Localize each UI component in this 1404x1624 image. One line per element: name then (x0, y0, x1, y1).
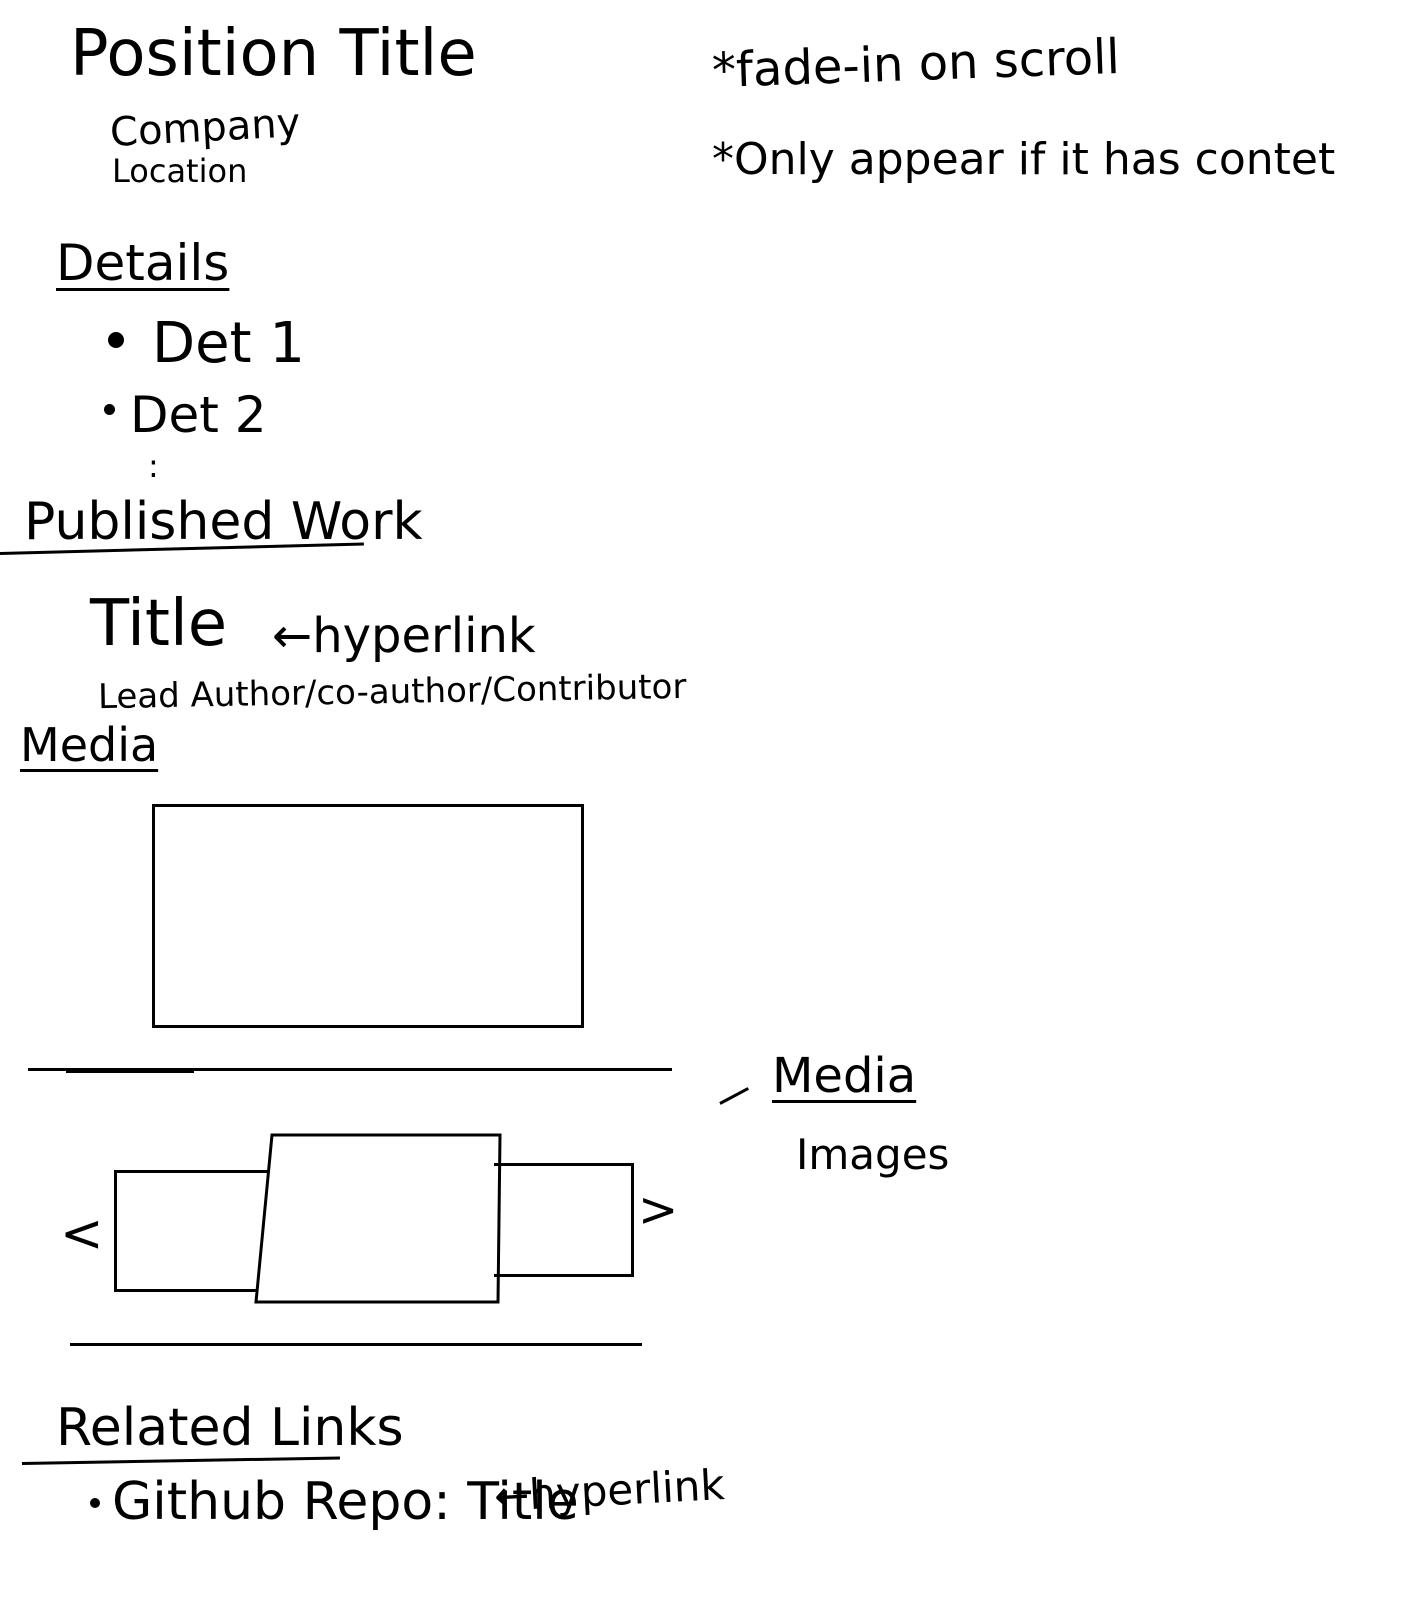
details-ellipsis: : (148, 447, 159, 485)
published-work-roles: Lead Author/co-author/Contributor (97, 666, 687, 718)
hyperlink-annotation: ←hyperlink (492, 1459, 726, 1522)
details-heading: Details (56, 234, 230, 292)
related-links-heading: Related Links (56, 1398, 404, 1458)
published-work-heading: Published Work (24, 492, 423, 552)
details-item-1: Det 1 (152, 311, 305, 376)
hyperlink-annotation: ←hyperlink (272, 608, 536, 664)
media-heading: Media (20, 718, 159, 772)
note-fade-in: *fade-in on scroll (711, 28, 1121, 100)
bullet-icon (90, 1498, 100, 1508)
media-divider-top (28, 1068, 672, 1071)
company-name: Company (108, 100, 302, 156)
media-divider-accent (66, 1071, 194, 1073)
media-side-note-heading: Media (772, 1048, 917, 1104)
carousel-image-main (254, 1133, 502, 1304)
note-conditional-appear: *Only appear if it has contet (712, 134, 1336, 185)
media-side-note-sub: Images (796, 1130, 950, 1179)
carousel-prev-button[interactable]: < (60, 1204, 104, 1264)
media-divider-bottom (70, 1343, 642, 1346)
media-video-frame (152, 804, 584, 1028)
bullet-icon (104, 404, 115, 415)
carousel-next-button[interactable]: > (638, 1182, 679, 1238)
published-work-title-link[interactable]: Title (90, 587, 228, 661)
carousel-thumb-right (494, 1163, 634, 1277)
position-title: Position Title (70, 17, 477, 91)
carousel-thumb-left (114, 1170, 270, 1292)
details-item-2: Det 2 (130, 386, 267, 444)
bullet-icon (108, 332, 124, 348)
location-text: Location (112, 152, 248, 190)
related-link-github-repo[interactable]: Github Repo: Title (112, 1472, 579, 1532)
media-side-note-pointer (719, 1087, 749, 1105)
